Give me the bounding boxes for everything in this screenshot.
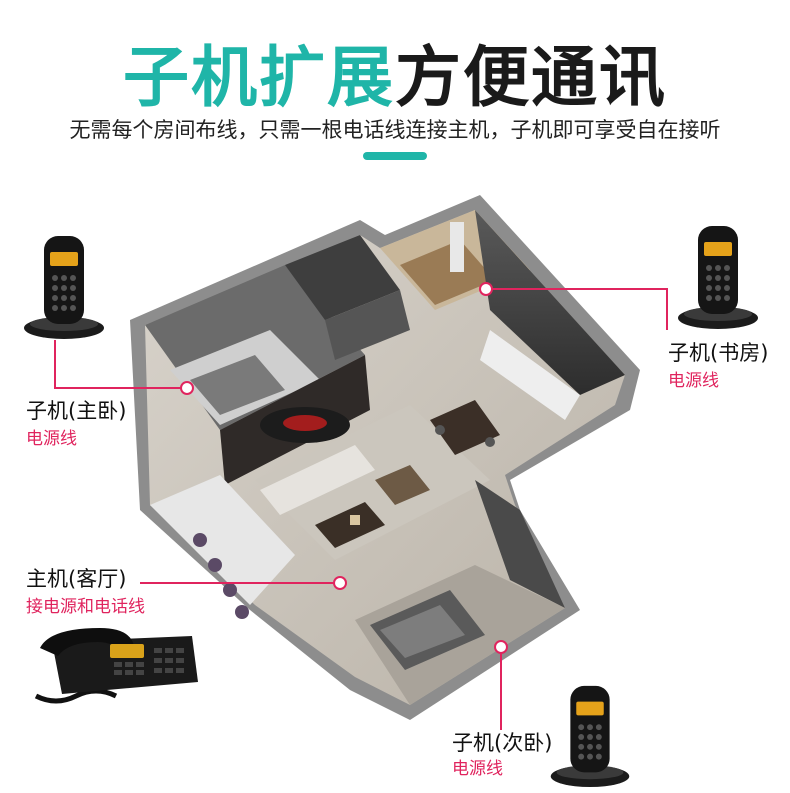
- page-subtitle: 无需每个房间布线，只需一根电话线连接主机，子机即可享受自在接听: [69, 118, 721, 142]
- cordless-handset-icon: [550, 685, 630, 788]
- callout-note-study: 电源线: [668, 371, 719, 391]
- callout-dot-living-room: [333, 576, 347, 590]
- callout-line-study-h: [487, 288, 667, 290]
- callout-note-master-bedroom: 电源线: [26, 429, 77, 449]
- cordless-handset-icon: [24, 236, 104, 339]
- callout-line-second-bedroom: [500, 650, 502, 730]
- base-phone-icon: [34, 628, 198, 704]
- callout-label-living-room: 主机(客厅): [26, 567, 127, 591]
- title-rest: 方便通讯: [395, 39, 667, 116]
- callout-line-study: [666, 288, 668, 330]
- page-title: 子机扩展方便通讯: [0, 38, 790, 118]
- cordless-handset-icon: [678, 226, 758, 329]
- callout-dot-master-bedroom: [180, 381, 194, 395]
- title-accent: 子机扩展: [123, 39, 395, 116]
- floorplan-illustration: [130, 195, 640, 720]
- callout-label-master-bedroom: 子机(主卧): [26, 399, 127, 423]
- callout-line-master-bedroom: [54, 340, 56, 388]
- callout-label-second-bedroom: 子机(次卧): [452, 731, 553, 755]
- callout-label-study: 子机(书房): [668, 341, 769, 365]
- title-divider: [363, 152, 427, 160]
- callout-dot-second-bedroom: [494, 640, 508, 654]
- callout-line-living-room: [140, 582, 336, 584]
- callout-note-second-bedroom: 电源线: [452, 759, 503, 779]
- callout-dot-study: [479, 282, 493, 296]
- callout-note-living-room: 接电源和电话线: [26, 597, 145, 617]
- callout-line-master-bedroom-h: [54, 387, 184, 389]
